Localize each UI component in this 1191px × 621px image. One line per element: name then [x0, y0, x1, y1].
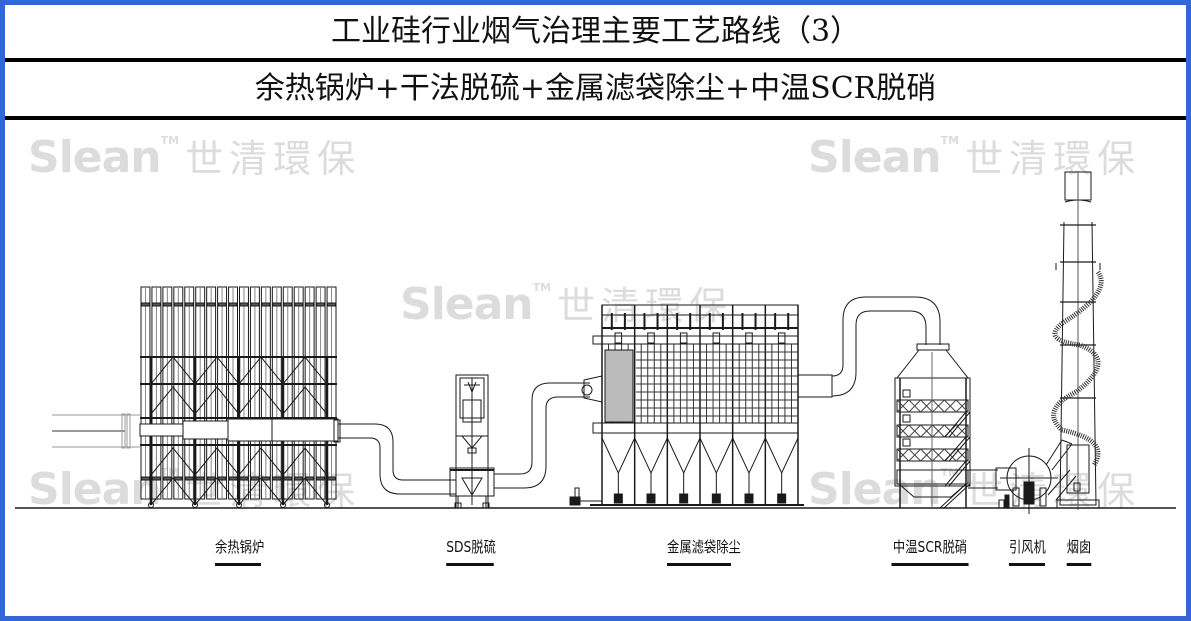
metal-bag-filter-unit	[569, 304, 804, 506]
inlet-duct	[52, 413, 140, 449]
watermark-latin: Slean	[28, 464, 162, 515]
duct-scr-to-fan	[968, 467, 1017, 491]
watermark-chinese: 世清環保	[185, 137, 362, 181]
watermark-center: SleanTM 世清環保	[400, 275, 733, 330]
watermark-tm: TM	[160, 466, 180, 479]
watermark-latin: Slean	[808, 464, 942, 515]
watermark-chinese: 世清環保	[965, 137, 1142, 181]
watermark-chinese: 世清環保	[557, 284, 734, 328]
scr-reactor-unit	[894, 343, 971, 509]
label-chimney: 烟囱	[1066, 536, 1092, 566]
chimney-unit	[1051, 171, 1104, 510]
title-divider	[5, 58, 1186, 62]
watermark-latin: Slean	[28, 132, 162, 183]
label-waste-heat-boiler: 余热锅炉	[215, 536, 265, 566]
watermark-chinese: 世清環保	[965, 469, 1142, 513]
label-induced-draft-fan: 引风机	[1008, 536, 1046, 566]
process-route-subtitle: 余热锅炉+干法脱硫+金属滤袋除尘+中温SCR脱硝	[254, 71, 937, 106]
induced-draft-fan-unit	[998, 439, 1077, 514]
duct-filter-to-scr	[797, 296, 941, 398]
waste-heat-boiler	[139, 286, 339, 508]
label-underline	[215, 563, 261, 566]
label-text: 引风机	[1008, 538, 1046, 556]
label-underline	[446, 563, 494, 566]
duct-boiler-to-sds	[333, 419, 456, 495]
label-text: 金属滤袋除尘	[667, 538, 741, 556]
watermark-top-right: SleanTM 世清環保	[808, 128, 1141, 183]
label-underline	[1066, 563, 1092, 566]
watermark-bottom-right: SleanTM 世清環保	[808, 460, 1141, 515]
watermark-tm: TM	[532, 281, 552, 294]
label-text: 烟囱	[1066, 538, 1092, 556]
label-metal-bag-filter: 金属滤袋除尘	[667, 536, 741, 566]
watermark-latin: Slean	[400, 279, 534, 330]
label-underline	[891, 563, 969, 566]
sds-desulfurization-unit	[449, 374, 495, 509]
page-title: 工业硅行业烟气治理主要工艺路线（3）	[330, 14, 861, 49]
label-text: SDS脱硫	[446, 538, 496, 556]
label-text: 中温SCR脱硝	[892, 538, 968, 556]
duct-sds-to-filter	[494, 375, 603, 489]
label-underline	[1008, 563, 1046, 566]
watermark-tm: TM	[940, 134, 960, 147]
label-text: 余热锅炉	[215, 538, 265, 556]
watermark-top-left: SleanTM 世清環保	[28, 128, 361, 183]
label-underline	[667, 563, 731, 566]
label-sds-desulfurization: SDS脱硫	[446, 536, 496, 566]
watermark-tm: TM	[160, 134, 180, 147]
watermark-tm: TM	[940, 466, 960, 479]
watermark-latin: Slean	[808, 132, 942, 183]
header-divider	[5, 116, 1186, 120]
label-medium-temp-scr: 中温SCR脱硝	[891, 536, 969, 566]
